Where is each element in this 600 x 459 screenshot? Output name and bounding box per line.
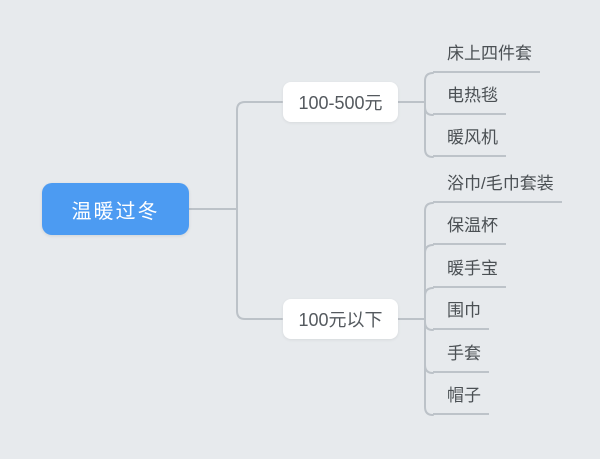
leaf-node-gloves[interactable]: 手套 <box>433 342 489 373</box>
leaf-node-towel-set[interactable]: 浴巾/毛巾套装 <box>433 172 562 203</box>
connector-branch1-child0 <box>424 202 434 320</box>
leaf-node-scarf[interactable]: 围巾 <box>433 299 489 330</box>
branch-node-price-100-500[interactable]: 100-500元 <box>283 82 398 122</box>
root-node-label: 温暖过冬 <box>71 200 160 223</box>
leaf-node-hand-warmer[interactable]: 暖手宝 <box>433 257 506 288</box>
connector-branch0-child1 <box>424 101 434 116</box>
leaf-node-hat[interactable]: 帽子 <box>433 384 489 415</box>
branch-node-price-under-100[interactable]: 100元以下 <box>283 299 398 339</box>
connector-branch1-child1 <box>424 244 434 320</box>
connector-branch0-child0 <box>424 72 434 103</box>
branch-node-label: 100-500元 <box>298 93 383 113</box>
connector-branch1-child2 <box>424 287 434 320</box>
leaf-node-electric-blanket[interactable]: 电热毯 <box>433 84 506 115</box>
connector-root-branch0 <box>236 101 283 210</box>
branch-node-label: 100元以下 <box>298 310 383 330</box>
leaf-node-thermos-cup[interactable]: 保温杯 <box>433 214 506 245</box>
connector-branch1-child3 <box>424 318 434 331</box>
root-node[interactable]: 温暖过冬 <box>42 183 189 235</box>
leaf-node-bedding-set[interactable]: 床上四件套 <box>433 42 540 73</box>
leaf-node-fan-heater[interactable]: 暖风机 <box>433 126 506 157</box>
connector-root-branch1 <box>236 208 283 320</box>
connector-branch0-child2 <box>424 101 434 158</box>
connector-branch1-child5 <box>424 318 434 416</box>
